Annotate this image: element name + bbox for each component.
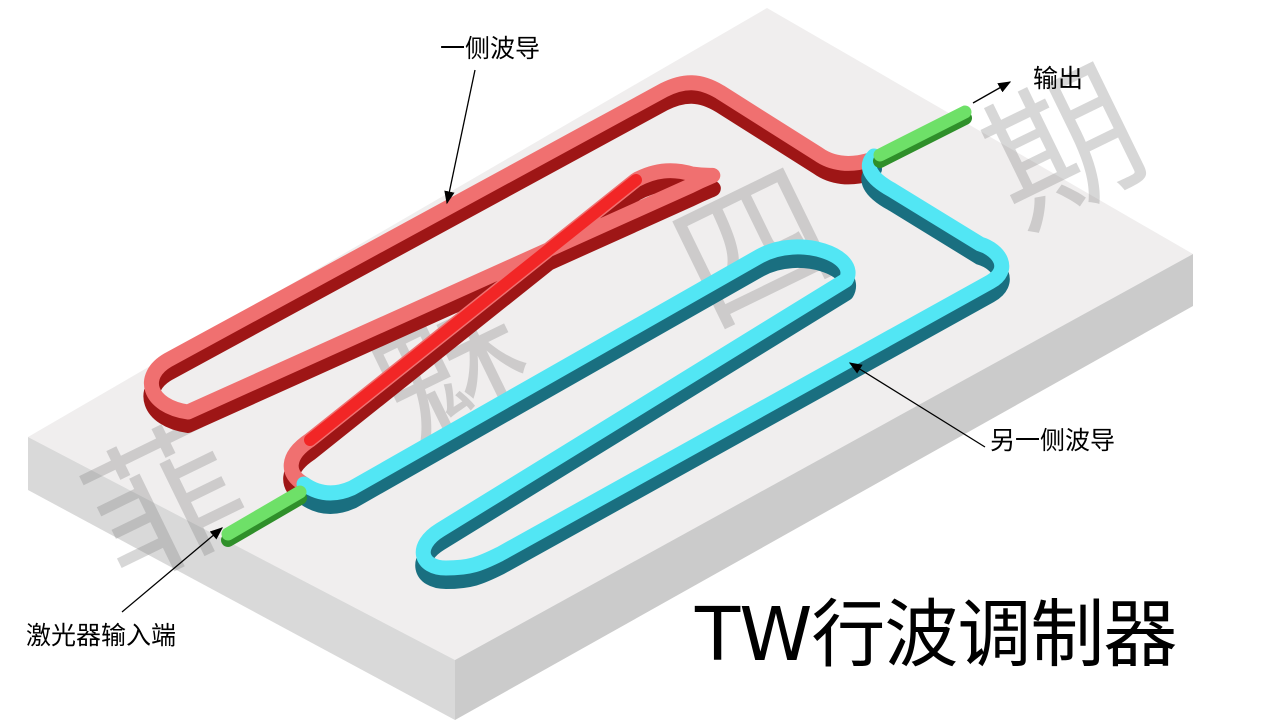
- output-stub: [873, 105, 972, 162]
- laser-input-leader: [121, 527, 223, 613]
- output-leader: [972, 81, 1012, 104]
- output-label: 输出: [1033, 64, 1084, 93]
- other-waveguide-leader: [848, 362, 986, 448]
- cyan-waveguide-side: [296, 161, 1010, 589]
- left-waveguide-label: 一侧波导: [440, 34, 541, 63]
- laser-input-label: 激光器输入端: [26, 621, 177, 650]
- other-waveguide-label: 另一侧波导: [990, 426, 1116, 455]
- red-waveguide-side: [143, 87, 878, 505]
- substrate-front-face: [28, 437, 455, 720]
- red-waveguide-highlight: [304, 174, 642, 446]
- left-waveguide-leader: [444, 69, 476, 205]
- substrate-side-face: [455, 254, 1193, 720]
- input-stub: [221, 485, 307, 541]
- cyan-waveguide: [296, 148, 1010, 576]
- diagram-title: TW行波调制器: [695, 592, 1177, 678]
